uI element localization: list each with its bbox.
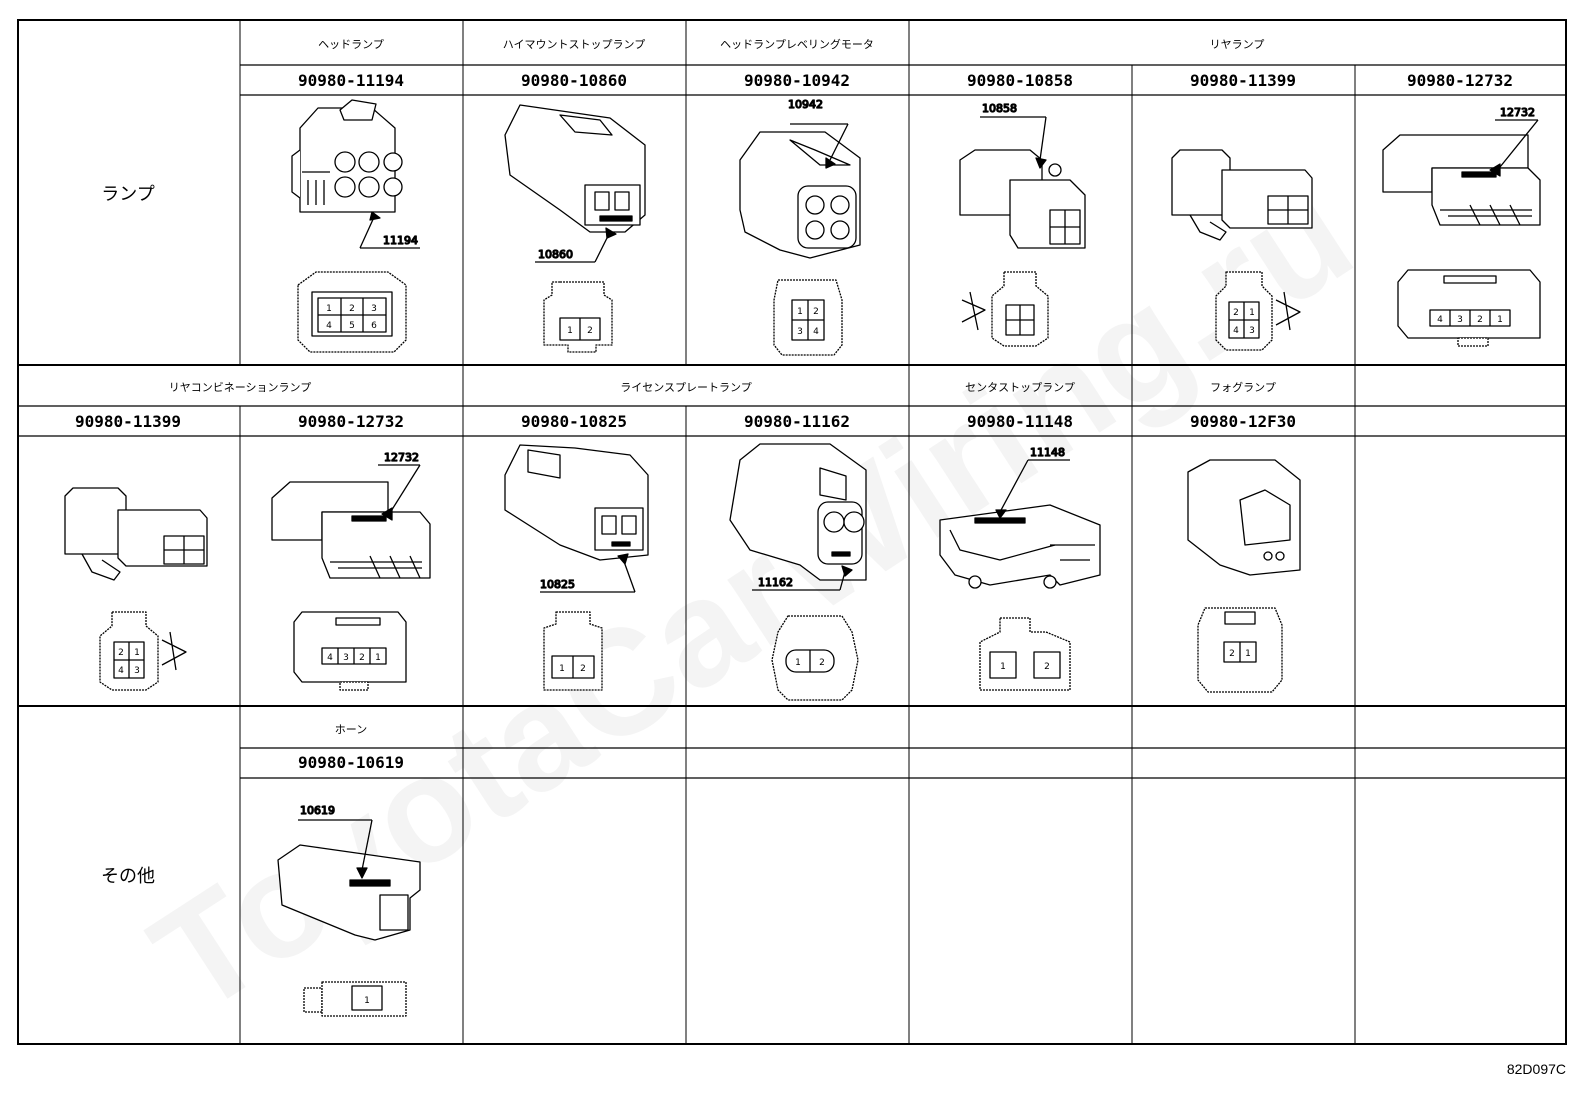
pin-number: 4 — [118, 666, 124, 676]
pin-number: 3 — [343, 653, 349, 663]
part-callout: 10860 — [538, 248, 573, 261]
pin-number: 4 — [327, 653, 333, 663]
part-number: 90980-11399 — [1190, 71, 1296, 90]
pin-number: 1 — [1245, 649, 1251, 659]
pin-number: 2 — [359, 653, 365, 663]
figure-code: 82D097C — [1507, 1061, 1566, 1077]
pin-number: 1 — [375, 653, 381, 663]
connector-drawing-12732-r2 — [271, 464, 431, 691]
pin-number: 3 — [371, 304, 377, 314]
part-number: 90980-10858 — [967, 71, 1073, 90]
pin-number: 1 — [364, 996, 370, 1006]
pin-number: 2 — [1044, 662, 1050, 672]
part-number: 90980-10619 — [298, 753, 404, 772]
pin-number: 2 — [813, 307, 819, 317]
pin-numbers: 1 2 3 4 5 6 — [326, 304, 377, 331]
group-label-headlamp: ヘッドランプ — [318, 38, 384, 51]
part-number: 90980-11194 — [298, 71, 404, 90]
part-callout: 10619 — [300, 804, 335, 817]
connector-drawing-11148 — [939, 459, 1101, 691]
pin-number: 1 — [795, 658, 801, 668]
pin-number: 3 — [797, 327, 803, 337]
pin-number: 1 — [1249, 308, 1255, 318]
group-label-high-mount-stop-lamp: ハイマウントストップランプ — [503, 38, 645, 51]
pin-number: 6 — [371, 321, 377, 331]
pin-number: 2 — [819, 658, 825, 668]
category-lamp: ランプ — [101, 184, 154, 205]
group-label-center-stop-lamp: センタストップランプ — [965, 381, 1075, 394]
part-number: 90980-10825 — [521, 412, 627, 431]
part-callout: 11194 — [383, 234, 418, 247]
group-label-headlamp-leveling-motor: ヘッドランプレベリングモータ — [720, 37, 874, 51]
pin-number: 1 — [326, 304, 332, 314]
pin-number: 2 — [118, 648, 124, 658]
pin-number: 2 — [1233, 308, 1239, 318]
connector-drawing-10942 — [739, 123, 861, 356]
pin-number: 2 — [587, 326, 593, 336]
pin-number: 1 — [1000, 662, 1006, 672]
connector-drawing-11399-r2 — [64, 487, 208, 691]
part-number: 90980-11162 — [744, 412, 850, 431]
part-number: 90980-10942 — [744, 71, 850, 90]
pin-number: 2 — [580, 664, 586, 674]
group-label-fog-lamp: フォグランプ — [1210, 380, 1276, 394]
group-label-horn: ホーン — [335, 723, 367, 736]
pin-number: 2 — [1229, 649, 1235, 659]
pin-number: 1 — [134, 648, 140, 658]
connector-drawing-10825 — [504, 444, 649, 691]
category-other: その他 — [101, 866, 155, 887]
pin-number: 2 — [1477, 315, 1483, 325]
group-label-rear-combination-lamp: リヤコンビネーションランプ — [169, 381, 311, 394]
pin-number: 3 — [134, 666, 140, 676]
connector-drawing-10619 — [277, 819, 421, 1017]
pin-number: 1 — [1497, 315, 1503, 325]
part-number: 90980-10860 — [521, 71, 627, 90]
part-callout: 11148 — [1030, 446, 1065, 459]
part-callout: 12732 — [384, 451, 419, 464]
pin-number: 5 — [349, 321, 355, 331]
connector-drawing-11162 — [729, 443, 867, 701]
pin-number: 1 — [797, 307, 803, 317]
connector-drawing-10860 — [504, 104, 646, 353]
pin-number: 1 — [567, 326, 573, 336]
connector-drawing-12732-r1 — [1382, 119, 1541, 347]
part-callout: 10942 — [788, 98, 823, 111]
pin-number: 2 — [349, 304, 355, 314]
part-number: 90980-11148 — [967, 412, 1073, 431]
part-callout: 11162 — [758, 576, 793, 589]
part-number: 90980-11399 — [75, 412, 181, 431]
pin-number: 1 — [559, 664, 565, 674]
connector-drawing-11399-r1 — [1171, 149, 1313, 351]
pin-number: 4 — [1437, 315, 1443, 325]
table-grid — [17, 19, 1567, 1045]
part-number: 90980-12732 — [298, 412, 404, 431]
pin-number: 4 — [813, 327, 819, 337]
connector-drawing-10858 — [959, 116, 1086, 347]
connector-drawing-11194 — [291, 99, 420, 353]
part-callout: 12732 — [1500, 106, 1535, 119]
part-callout: 10858 — [982, 102, 1017, 115]
part-callout: 10825 — [540, 578, 575, 591]
pin-number: 4 — [326, 321, 332, 331]
part-number: 90980-12732 — [1407, 71, 1513, 90]
pin-number: 4 — [1233, 326, 1239, 336]
group-label-rear-lamp: リヤランプ — [1210, 38, 1265, 51]
pin-number: 3 — [1457, 315, 1463, 325]
connector-drawing-12F30 — [1187, 459, 1301, 693]
group-label-license-plate-lamp: ライセンスプレートランプ — [620, 381, 751, 394]
pin-number: 3 — [1249, 326, 1255, 336]
part-number: 90980-12F30 — [1190, 412, 1296, 431]
